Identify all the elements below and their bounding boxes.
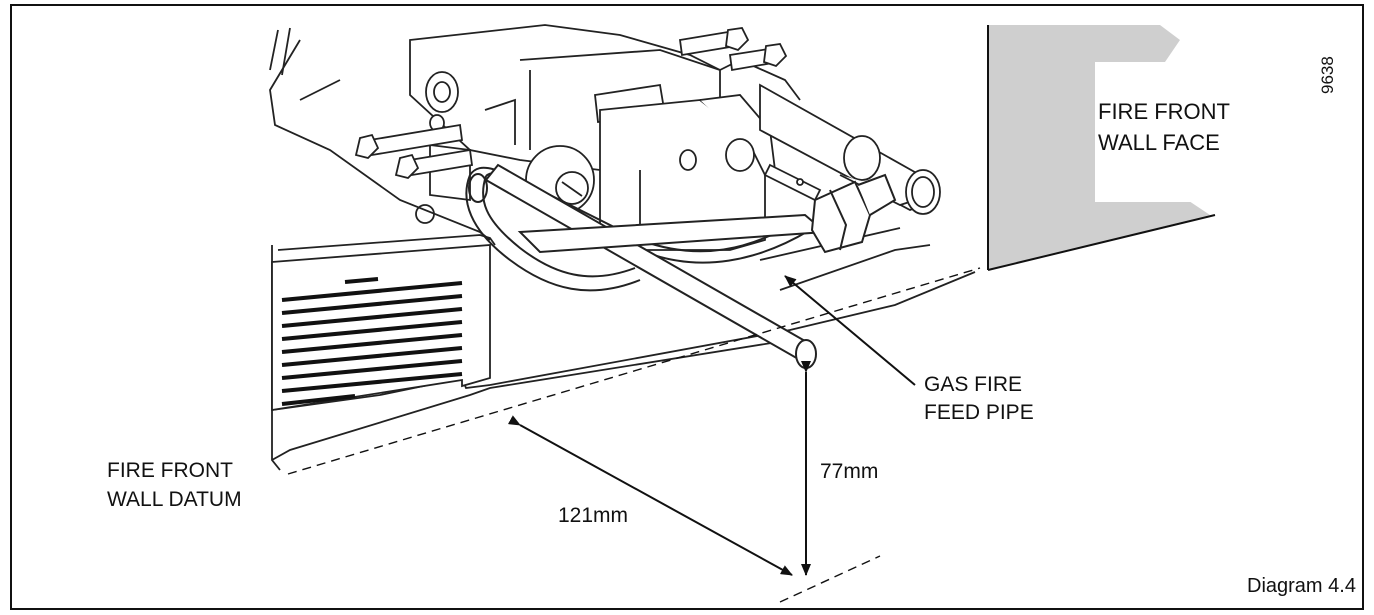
label-feed-pipe-line2: FEED PIPE (924, 401, 1034, 424)
diagram-caption: Diagram 4.4 (1247, 575, 1356, 597)
datum-lines (287, 267, 981, 603)
diagram-border (10, 4, 1364, 610)
feed-pipe-leader (784, 275, 916, 386)
label-feed-pipe-line1: GAS FIRE (924, 373, 1023, 396)
gas-feed-pipe (484, 163, 897, 369)
dimension-depth-label: 121mm (558, 504, 629, 527)
dimension-height-label: 77mm (820, 460, 879, 483)
label-wall-datum-line2: WALL DATUM (107, 488, 242, 511)
mounting-bolts (354, 27, 788, 179)
wall-face (987, 25, 1265, 271)
burner-manifold (759, 83, 941, 215)
label-feed-pipe: GAS FIRE FEED PIPE (924, 371, 1034, 427)
label-wall-datum-line1: FIRE FRONT (107, 459, 233, 482)
label-wall-face-line1: FIRE FRONT (1098, 99, 1230, 124)
louvre-panel (271, 244, 491, 412)
dimension-arrows (507, 361, 811, 576)
label-wall-datum: FIRE FRONT WALL DATUM (107, 456, 242, 514)
gas-control-valve (409, 24, 801, 251)
label-wall-face-line2: WALL FACE (1098, 130, 1220, 155)
label-wall-face: FIRE FRONT WALL FACE (1098, 96, 1230, 158)
figure-number: 9638 (1318, 56, 1337, 94)
